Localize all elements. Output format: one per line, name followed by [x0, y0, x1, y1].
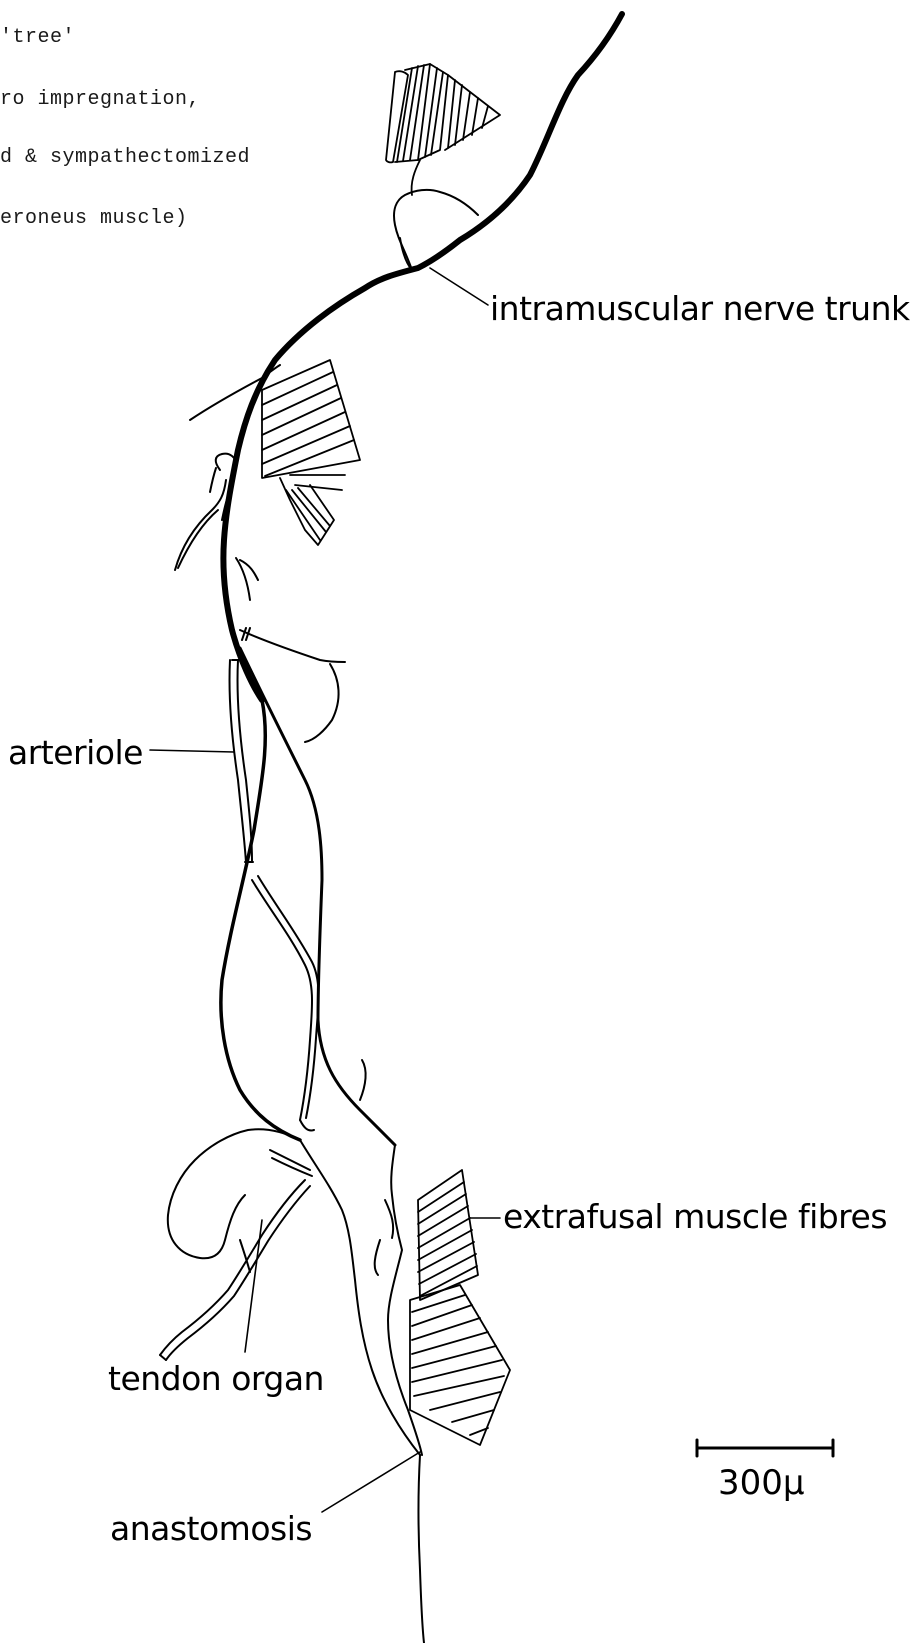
nerve-strand-left — [221, 700, 300, 1140]
muscle-fibre-lower-2 — [410, 1285, 510, 1445]
anastomosis-trunk — [419, 1455, 425, 1643]
scale-bar-label: 300μ — [718, 1466, 805, 1500]
label-extrafusal-muscle-fibres: extrafusal muscle fibres — [503, 1200, 887, 1233]
label-anastomosis: anastomosis — [110, 1512, 312, 1545]
tendon-loop — [168, 1129, 300, 1258]
muscle-fibre-top — [386, 64, 500, 195]
lower-trunk — [388, 1145, 422, 1455]
label-intramuscular-nerve-trunk: intramuscular nerve trunk — [490, 292, 910, 325]
muscle-fibre-mid — [262, 360, 360, 545]
label-arteriole: arteriole — [8, 736, 143, 769]
muscle-fibre-lower-1 — [418, 1170, 478, 1300]
leader-nerve-trunk — [430, 268, 488, 305]
tendon-organ-shape — [160, 1180, 305, 1355]
leader-tendon-organ — [245, 1220, 262, 1352]
label-tendon-organ: tendon organ — [108, 1362, 324, 1395]
leader-arteriole — [150, 750, 234, 752]
leader-anastomosis — [322, 1452, 420, 1512]
